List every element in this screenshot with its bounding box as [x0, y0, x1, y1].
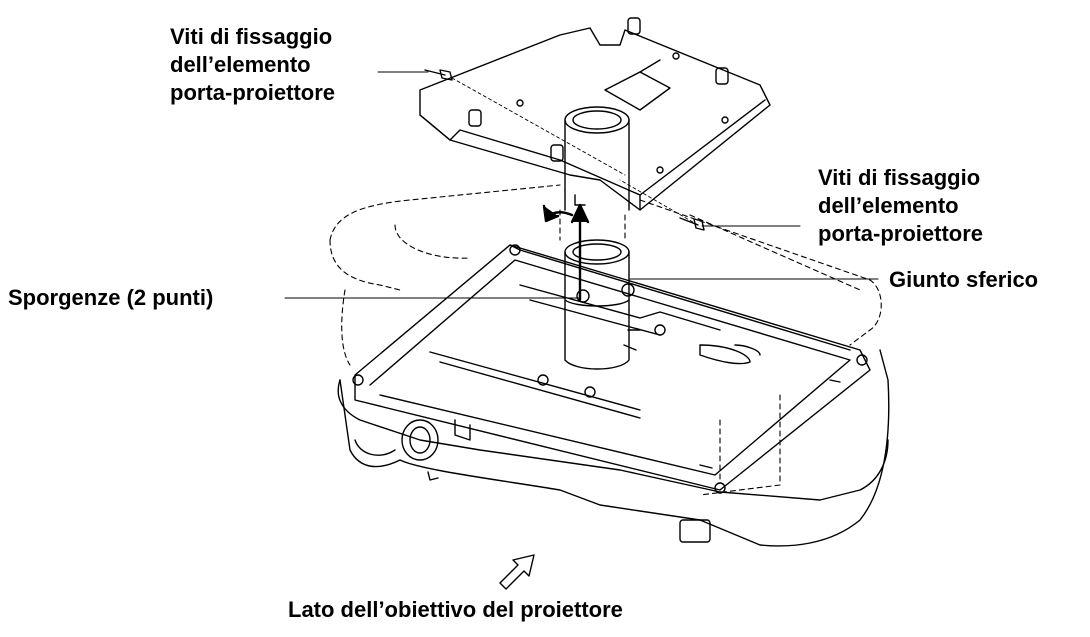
- label-line: dell’elemento: [818, 193, 959, 218]
- ball-joint-column: [564, 239, 641, 370]
- label-line: dell’elemento: [170, 52, 311, 77]
- screw-left: [424, 69, 453, 81]
- label-line: Viti di fissaggio: [170, 24, 333, 49]
- label-protrusions: Sporgenze (2 punti): [8, 284, 213, 312]
- label-line: Sporgenze (2 punti): [8, 285, 214, 310]
- screw-guides: [451, 77, 699, 226]
- projector-holder-plate: [419, 17, 771, 211]
- projector-body: [337, 349, 890, 547]
- upper-pipe: [564, 106, 630, 211]
- label-lens-side: Lato dell’obiettivo del proiettore: [288, 596, 623, 624]
- label-line: porta-proiettore: [818, 221, 983, 246]
- leader-lines: [284, 71, 879, 299]
- screw-right: [679, 217, 705, 231]
- label-line: Giunto sferico: [889, 267, 1039, 292]
- label-screws-right: Viti di fissaggio dell’elemento porta-pr…: [818, 164, 983, 248]
- label-line: Viti di fissaggio: [818, 165, 981, 190]
- label-line: Lato dell’obiettivo del proiettore: [288, 597, 623, 622]
- lens-direction-arrow: [499, 554, 535, 590]
- label-ball-joint: Giunto sferico: [889, 266, 1038, 294]
- label-line: porta-proiettore: [170, 80, 335, 105]
- label-screws-top-left: Viti di fissaggio dell’elemento porta-pr…: [170, 23, 335, 107]
- projector-dashed-outline: [329, 184, 882, 496]
- twist-arrow: [542, 204, 574, 223]
- lift-arrow: [570, 203, 590, 302]
